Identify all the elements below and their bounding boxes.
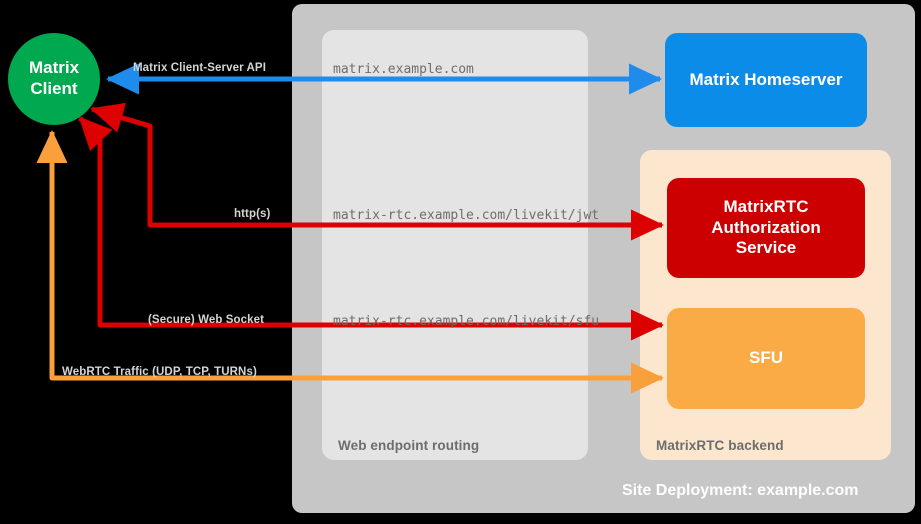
label-webrtc-traffic: WebRTC Traffic (UDP, TCP, TURNs) <box>62 366 257 378</box>
node-matrix-homeserver-label: Matrix Homeserver <box>689 69 843 89</box>
label-client-server-api: Matrix Client-Server API <box>133 62 266 74</box>
endpoint-livekit-sfu: matrix-rtc.example.com/livekit/sfu <box>333 314 600 329</box>
node-matrix-client[interactable]: Matrix Client <box>8 33 100 125</box>
matrixrtc-backend-label: MatrixRTC backend <box>656 438 784 453</box>
node-matrixrtc-authorization-service[interactable]: MatrixRTC Authorization Service <box>667 178 865 278</box>
node-sfu-label: SFU <box>749 348 783 368</box>
endpoint-matrix-example-com: matrix.example.com <box>333 62 474 77</box>
node-matrix-client-label: Matrix Client <box>28 58 80 98</box>
label-http-s: http(s) <box>234 208 271 220</box>
node-matrixrtc-authorization-service-label: MatrixRTC Authorization Service <box>711 196 821 258</box>
node-matrix-homeserver[interactable]: Matrix Homeserver <box>665 33 867 127</box>
arrow-webrtc-traffic <box>36 129 665 394</box>
node-sfu[interactable]: SFU <box>667 308 865 409</box>
web-endpoint-routing-label: Web endpoint routing <box>338 438 480 453</box>
label-secure-web-socket: (Secure) Web Socket <box>148 314 265 326</box>
endpoint-livekit-jwt: matrix-rtc.example.com/livekit/jwt <box>333 208 600 223</box>
site-deployment-label: Site Deployment: example.com <box>622 482 859 499</box>
